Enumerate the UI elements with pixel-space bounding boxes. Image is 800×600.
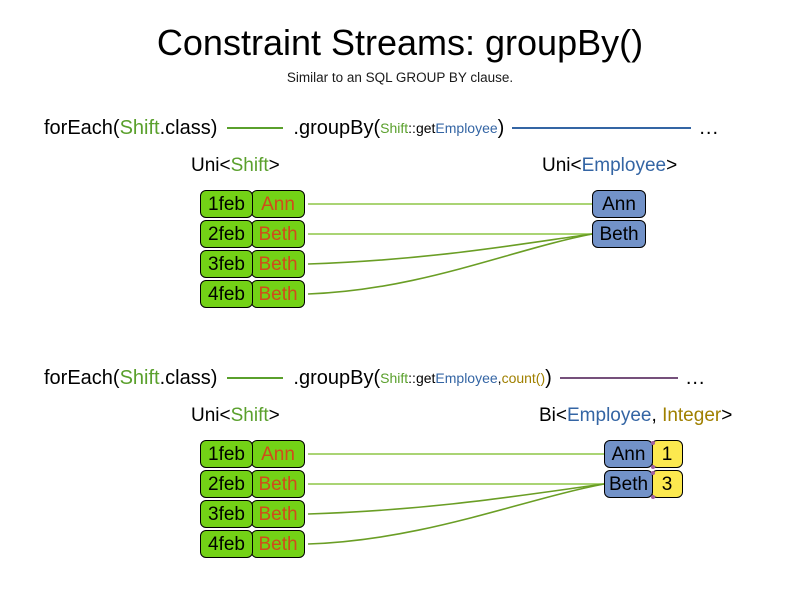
shift-tuple[interactable]: 3feb Beth — [200, 500, 305, 528]
lambda-method: get — [415, 120, 436, 136]
shift-date-cell: 2feb — [200, 470, 253, 498]
lambda-separator: :: — [408, 370, 416, 386]
type-generic: Employee — [567, 405, 652, 426]
collector-count: count() — [501, 370, 546, 386]
type-close: > — [666, 155, 678, 176]
shift-tuple[interactable]: 1feb Ann — [200, 440, 305, 468]
foreach-type: Shift — [119, 366, 160, 389]
code-row-groupby-count: forEach(Shift.class) .groupBy(Shift::get… — [44, 365, 705, 391]
shift-tuple[interactable]: 2feb Beth — [200, 220, 305, 248]
foreach-suffix: .class) — [159, 116, 218, 139]
stream-connector-uni-employee — [512, 127, 692, 129]
shift-tuple[interactable]: 3feb Beth — [200, 250, 305, 278]
stream-connector-bi-employee-integer — [559, 377, 678, 379]
employee-name-cell: Ann — [604, 440, 653, 468]
stream-connector-uni-shift — [227, 377, 284, 379]
shift-date-cell: 1feb — [200, 440, 253, 468]
page-title: Constraint Streams: groupBy() — [156, 22, 644, 63]
link-line — [307, 233, 593, 295]
shift-tuple[interactable]: 4feb Beth — [200, 280, 305, 308]
type-outer: Uni< — [191, 405, 231, 426]
foreach-type: Shift — [119, 116, 160, 139]
links-section-groupby-simple — [307, 203, 593, 295]
count-cell: 1 — [651, 440, 683, 468]
groupby-prefix: .groupBy( — [293, 366, 381, 389]
link-line — [307, 483, 605, 545]
chain-ellipsis: ... — [685, 366, 706, 389]
shift-tuple[interactable]: 4feb Beth — [200, 530, 305, 558]
shift-tuple[interactable]: 2feb Beth — [200, 470, 305, 498]
groupby-suffix: ) — [545, 366, 552, 389]
lambda-owner: Shift — [380, 120, 409, 136]
employee-tuple[interactable]: Beth — [592, 220, 646, 248]
shift-date-cell: 4feb — [200, 530, 253, 558]
employee-tuple[interactable]: Ann — [592, 190, 646, 218]
shift-date-cell: 3feb — [200, 250, 253, 278]
shift-employee-cell: Ann — [251, 190, 305, 218]
employee-count-tuple[interactable]: Ann 1 — [604, 440, 683, 468]
link-line — [307, 233, 593, 265]
lambda-comma: , — [497, 370, 502, 386]
type-generic-2: Integer — [662, 405, 722, 426]
count-cell: 3 — [651, 470, 683, 498]
links-section-groupby-count — [307, 453, 605, 545]
employee-name-cell: Ann — [592, 190, 646, 218]
foreach-suffix: .class) — [159, 366, 218, 389]
type-generic: Employee — [581, 155, 667, 176]
chain-ellipsis: ... — [699, 116, 720, 139]
type-close: > — [268, 405, 280, 426]
shift-date-cell: 1feb — [200, 190, 253, 218]
tuple-junction-dot — [651, 471, 655, 475]
foreach-prefix: forEach( — [44, 366, 120, 389]
code-row-groupby-simple: forEach(Shift.class) .groupBy(Shift::get… — [44, 115, 719, 141]
type-generic: Shift — [230, 405, 269, 426]
shift-employee-cell: Beth — [251, 250, 305, 278]
type-outer: Uni< — [542, 155, 582, 176]
type-label-left-uni-shift: Uni<Shift> — [191, 405, 280, 427]
type-comma: , — [651, 405, 663, 426]
shift-employee-cell: Beth — [251, 470, 305, 498]
lambda-argument-type: Employee — [435, 370, 498, 386]
page-subtitle: Similar to an SQL GROUP BY clause. — [286, 70, 514, 85]
groupby-suffix: ) — [497, 116, 505, 139]
type-label-right-bi-employee-integer: Bi<Employee, Integer> — [539, 405, 732, 427]
lambda-method: get — [415, 370, 436, 386]
employee-name-cell: Beth — [604, 470, 653, 498]
shift-employee-cell: Ann — [251, 440, 305, 468]
type-close: > — [721, 405, 733, 426]
foreach-prefix: forEach( — [44, 116, 120, 139]
tuple-junction-dot — [651, 465, 655, 469]
type-outer: Bi< — [539, 405, 567, 426]
shift-tuple[interactable]: 1feb Ann — [200, 190, 305, 218]
tuple-junction-dot — [651, 441, 655, 445]
shift-date-cell: 2feb — [200, 220, 253, 248]
groupby-prefix: .groupBy( — [293, 116, 381, 139]
shift-employee-cell: Beth — [251, 220, 305, 248]
employee-name-cell: Beth — [592, 220, 646, 248]
tuple-junction-dot — [651, 495, 655, 499]
type-label-left-uni-shift: Uni<Shift> — [191, 155, 280, 177]
type-label-right-uni-employee: Uni<Employee> — [542, 155, 677, 177]
shift-date-cell: 4feb — [200, 280, 253, 308]
shift-employee-cell: Beth — [251, 530, 305, 558]
lambda-argument-type: Employee — [435, 120, 498, 136]
lambda-separator: :: — [408, 120, 416, 136]
shift-employee-cell: Beth — [251, 280, 305, 308]
link-line — [307, 483, 605, 515]
employee-count-tuple[interactable]: Beth 3 — [604, 470, 683, 498]
lambda-owner: Shift — [380, 370, 409, 386]
type-close: > — [268, 155, 280, 176]
type-outer: Uni< — [191, 155, 231, 176]
type-generic: Shift — [230, 155, 269, 176]
stream-connector-uni-shift — [227, 127, 284, 129]
shift-employee-cell: Beth — [251, 500, 305, 528]
shift-date-cell: 3feb — [200, 500, 253, 528]
